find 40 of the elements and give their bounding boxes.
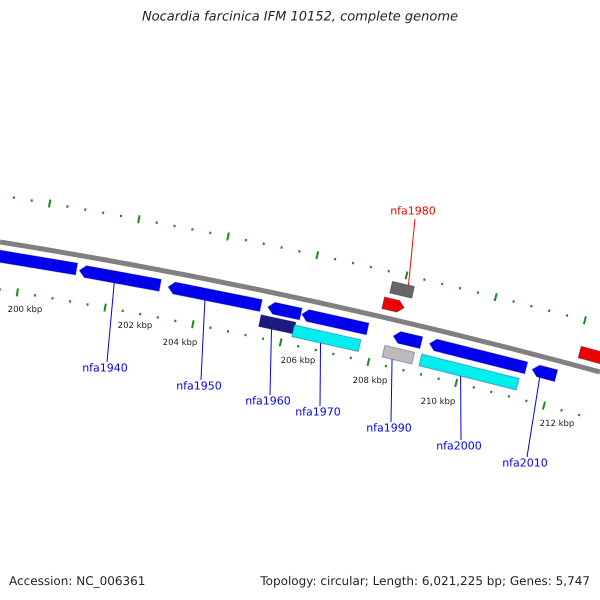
gene-label: nfa2010 <box>502 458 548 470</box>
gene-label: nfa1950 <box>176 380 222 394</box>
gene-label: nfa1980 <box>390 206 436 218</box>
accession-text: Accession: NC_006361 <box>9 575 146 589</box>
gene-feature <box>258 314 296 334</box>
scale-label: 204 kbp <box>162 339 198 349</box>
gene-label: nfa1960 <box>245 396 291 408</box>
scale-label: 200 kbp <box>8 306 42 316</box>
leader-line <box>200 300 206 380</box>
genome-summary: Topology: circular; Length: 6,021,225 bp; Genes: 5,747 <box>260 575 590 589</box>
leader-line <box>320 342 322 406</box>
leader-line <box>526 377 540 458</box>
leader-line <box>106 282 115 362</box>
gene-feature <box>301 309 370 336</box>
gene-label: nfa1970 <box>295 406 341 420</box>
scale-label: 212 kbp <box>540 420 574 430</box>
gene-feature <box>532 364 558 382</box>
scale-label: 210 kbp <box>420 398 456 408</box>
scale-label: 208 kbp <box>352 377 388 387</box>
leader-line <box>408 218 416 286</box>
title: Nocardia farcinica IFM 10152, complete genome <box>142 10 458 26</box>
gene-feature <box>78 265 162 292</box>
scale-label: 206 kbp <box>280 357 316 367</box>
leader-line <box>270 328 272 396</box>
gene-feature <box>168 282 263 312</box>
leader-line <box>390 358 393 422</box>
gene-feature <box>0 248 78 276</box>
gene-label: nfa2000 <box>436 440 482 454</box>
scale-label: 202 kbp <box>118 322 152 332</box>
gene-feature <box>418 353 520 391</box>
gene-feature <box>389 280 416 299</box>
gene-feature <box>392 331 424 350</box>
gene-label: nfa1990 <box>366 422 412 436</box>
gene-feature <box>381 296 405 313</box>
gene-feature <box>382 344 416 365</box>
gene-feature <box>291 324 362 352</box>
gene-feature <box>428 338 528 374</box>
gene-feature <box>267 302 303 320</box>
gene-label: nfa1940 <box>82 362 128 376</box>
leader-line <box>460 375 462 440</box>
